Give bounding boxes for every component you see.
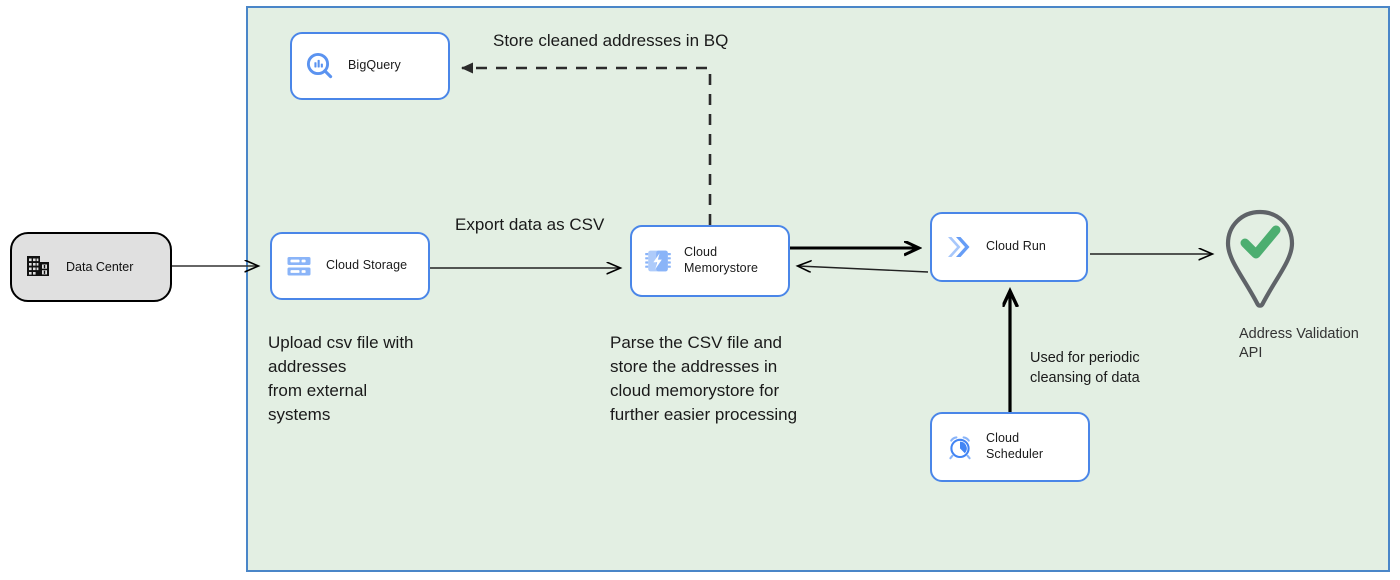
edge-label-export-csv: Export data as CSV [455,215,605,234]
edge-memorystore-to-bigquery [461,62,712,225]
node-cloud-run[interactable]: Cloud Run [930,212,1088,282]
cloud-run-icon [944,232,976,262]
node-cloud-memorystore[interactable]: Cloud Memorystore [630,225,790,297]
bigquery-icon [304,50,336,82]
node-cloud-scheduler[interactable]: Cloud Scheduler [930,412,1090,482]
cloud-storage-icon [284,251,314,281]
node-cloud-storage[interactable]: Cloud Storage [270,232,430,300]
cloud-scheduler-clock-icon [944,431,976,463]
caption-upload-csv: Upload csv file with addresses from exte… [268,333,414,424]
label-address-validation-api: Address Validation API [1239,326,1359,361]
map-pin-check-icon [1225,209,1295,308]
data-center-building-icon [24,252,54,282]
node-label-cloud-memorystore: Cloud Memorystore [684,245,759,275]
cloud-boundary-panel [246,6,1390,572]
node-address-validation-api[interactable] [1218,208,1302,312]
node-data-center[interactable]: Data Center [10,232,172,302]
cloud-memorystore-icon [642,245,674,277]
node-label-cloud-run: Cloud Run [986,239,1046,254]
node-label-cloud-scheduler: Cloud Scheduler [986,431,1044,461]
node-label-cloud-storage: Cloud Storage [326,258,408,273]
caption-scheduler-purpose: Used for periodic cleansing of data [1030,350,1140,386]
edge-label-store-in-bq: Store cleaned addresses in BQ [493,31,729,50]
node-label-data-center: Data Center [66,260,134,274]
node-label-bigquery: BigQuery [348,58,401,73]
node-bigquery[interactable]: BigQuery [290,32,450,100]
caption-parse-csv: Parse the CSV file and store the address… [610,333,798,424]
edge-cloudrun-to-memorystore [798,266,929,273]
